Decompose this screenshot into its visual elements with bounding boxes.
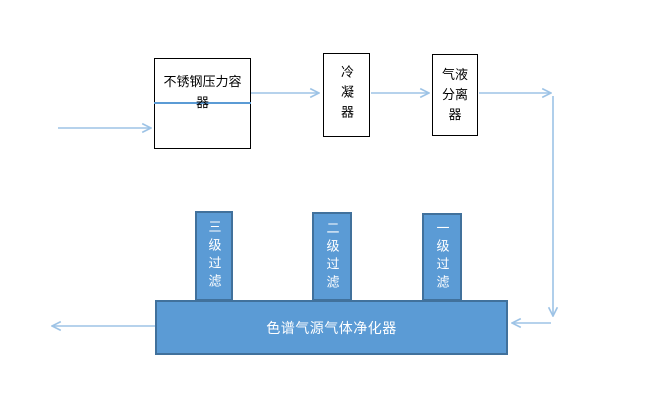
liquid-level-line <box>154 102 251 104</box>
filter-stage2-label: 二级过滤 <box>324 220 340 293</box>
separator-label-line1: 气液 <box>441 67 468 82</box>
separator-label-line3: 器 <box>448 107 462 122</box>
condenser-box: 冷凝器 <box>323 53 370 137</box>
pressure-vessel-label-line2: 器 <box>195 95 209 110</box>
gas-purifier-label: 色谱气源气体净化器 <box>266 319 397 336</box>
filter-stage1-box: 一级过滤 <box>422 213 462 301</box>
filter-stage1-label: 一级过滤 <box>434 221 450 293</box>
pressure-vessel-label: 不锈钢压力容 器 <box>155 59 250 113</box>
separator-label-line2: 分离 <box>441 87 468 102</box>
pressure-vessel-box: 不锈钢压力容 器 <box>154 58 251 149</box>
gas-liquid-separator-box: 气液 分离 器 <box>432 54 478 136</box>
filter-stage2-box: 二级过滤 <box>312 212 352 301</box>
filter-stage3-box: 三级过滤 <box>195 211 233 301</box>
condenser-label: 冷凝器 <box>339 65 354 125</box>
pressure-vessel-label-line1: 不锈钢压力容 <box>163 74 242 89</box>
filter-stage3-label: 三级过滤 <box>206 220 222 292</box>
gas-purifier-box: 色谱气源气体净化器 <box>155 300 508 355</box>
